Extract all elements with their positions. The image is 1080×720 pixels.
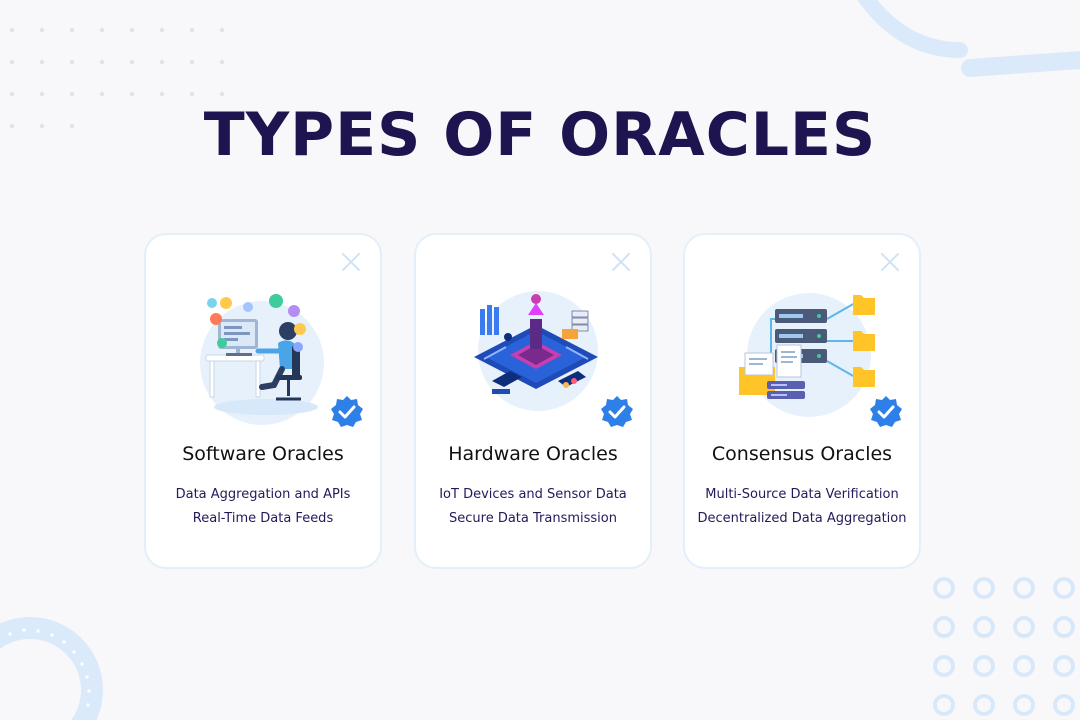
card-feature: IoT Devices and Sensor Data [439, 487, 627, 502]
server-network-folders-icon [739, 293, 875, 417]
ring-decoration-bottom-left [0, 617, 103, 720]
close-icon[interactable] [340, 251, 362, 273]
card-software-oracles: Software Oracles Data Aggregation and AP… [144, 233, 382, 569]
arc-decoration-top-right [857, 0, 1080, 77]
circle-grid-decoration [933, 577, 1075, 716]
iot-circuit-board-icon [474, 291, 598, 411]
card-title: Hardware Oracles [448, 443, 618, 465]
card-feature: Data Aggregation and APIs [175, 487, 351, 502]
verified-badge-icon [870, 396, 902, 427]
card-feature: Decentralized Data Aggregation [697, 511, 907, 526]
close-icon[interactable] [879, 251, 901, 273]
card-feature: Secure Data Transmission [449, 511, 617, 526]
card-feature: Real-Time Data Feeds [192, 511, 334, 526]
page-title: TYPES OF ORACLES [203, 100, 877, 170]
card-title: Consensus Oracles [711, 443, 893, 465]
verified-badge-icon [601, 396, 633, 427]
card-consensus-oracles: Consensus Oracles Multi-Source Data Veri… [683, 233, 921, 569]
developer-at-computer-icon [200, 294, 324, 425]
card-feature: Multi-Source Data Verification [705, 487, 899, 502]
close-icon[interactable] [610, 251, 632, 273]
card-title: Software Oracles [182, 443, 344, 465]
card-hardware-oracles: Hardware Oracles IoT Devices and Sensor … [414, 233, 652, 569]
verified-badge-icon [331, 396, 363, 427]
